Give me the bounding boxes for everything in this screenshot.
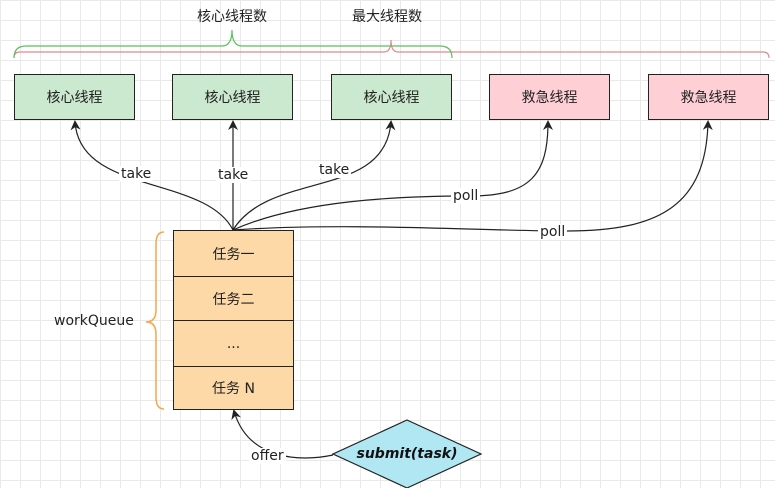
take-edge-label: take xyxy=(119,166,154,182)
rescue-thread-box: 救急线程 xyxy=(648,74,769,120)
rescue-thread-box: 救急线程 xyxy=(489,74,610,120)
queue-task-cell: 任务二 xyxy=(173,276,294,320)
queue-brace xyxy=(145,231,165,410)
queue-task-cell: 任务 N xyxy=(173,366,294,410)
core-threads-count-label: 核心线程数 xyxy=(197,9,267,25)
queue-task-cell: 任务一 xyxy=(173,230,294,276)
core-thread-box: 核心线程 xyxy=(331,74,452,120)
submit-task-label: submit(task) xyxy=(356,446,458,462)
take-edge-1 xyxy=(70,120,234,231)
submit-diamond xyxy=(331,419,483,488)
take-edge-label: take xyxy=(216,167,251,183)
poll-edge-2 xyxy=(232,120,713,232)
max-threads-count-label: 最大线程数 xyxy=(352,9,422,25)
core-threads-brace xyxy=(13,29,453,59)
core-thread-box: 核心线程 xyxy=(172,74,293,120)
poll-edge-label: poll xyxy=(451,188,481,204)
queue-task-cell: ... xyxy=(173,320,294,366)
core-thread-box: 核心线程 xyxy=(14,74,135,120)
poll-edge-1 xyxy=(232,120,553,231)
poll-edge-label: poll xyxy=(538,224,568,240)
take-edge-label: take xyxy=(317,162,352,178)
take-edge-3 xyxy=(232,120,396,231)
work-queue-label: workQueue xyxy=(54,313,134,329)
offer-edge-label: offer xyxy=(249,448,286,464)
max-threads-brace xyxy=(13,39,770,59)
